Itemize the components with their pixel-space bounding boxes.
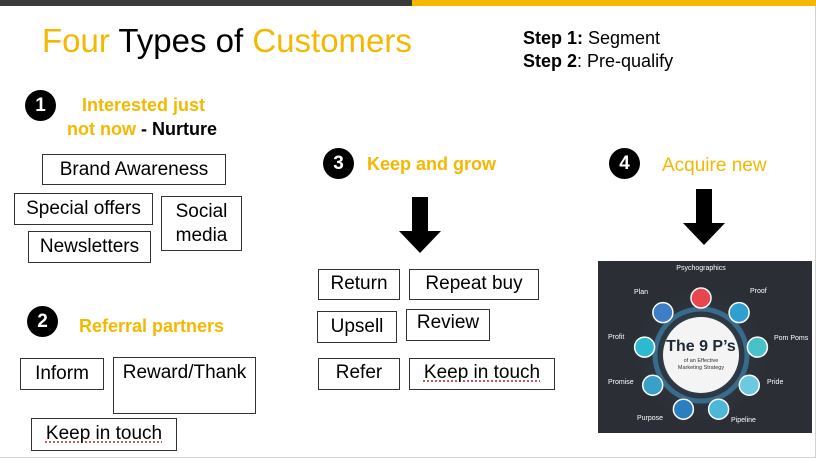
p-node-icon [633, 336, 656, 358]
number-badge-2: 2 [27, 306, 58, 337]
p-node-icon [672, 398, 695, 420]
box-newsletters: Newsletters [28, 231, 151, 263]
p-node-icon [738, 374, 761, 396]
p-node-icon [652, 301, 674, 324]
nine-ps-infographic: The 9 P’s of an Effective Marketing Stra… [598, 261, 812, 433]
box-keep-in-touch-grow: Keep in touch [409, 358, 555, 390]
p-node-icon [707, 398, 730, 420]
top-accent-bar-gold [412, 0, 816, 6]
section2-heading: Referral partners [79, 316, 225, 336]
p-label: Pipeline [731, 417, 756, 424]
p-label: Pride [767, 379, 783, 386]
box-refer: Refer [318, 358, 400, 390]
top-accent-bar-dark [0, 0, 412, 6]
nine-ps-diagram: The 9 P’s of an Effective Marketing Stra… [608, 265, 809, 427]
p-label: Purpose [637, 415, 663, 422]
box-social-media: Social media [161, 196, 242, 251]
box-brand-awareness: Brand Awareness [42, 154, 226, 185]
p-node-icon [690, 287, 712, 309]
section4-heading: Acquire new [662, 155, 767, 176]
section3-heading: Keep and grow [367, 154, 497, 174]
box-review: Review [406, 309, 490, 341]
box-special-offers: Special offers [14, 193, 153, 225]
center-subtitle-2: Marketing Strategy [678, 365, 724, 371]
p-node-icon [728, 301, 750, 324]
box-upsell: Upsell [317, 311, 397, 343]
steps-list: Step 1: Segment Step 2: Pre-qualify [523, 27, 673, 73]
step-2: Step 2: Pre-qualify [523, 51, 674, 71]
p-label: Pom Poms [774, 335, 809, 342]
step-1: Step 1: Segment [523, 28, 661, 48]
number-badge-1: 1 [25, 90, 56, 121]
center-circle [663, 317, 739, 393]
p-label: Psychographics [676, 265, 726, 272]
center-title: The 9 P’s [666, 338, 736, 355]
number-badge-4: 4 [609, 148, 640, 179]
slide-title: Four Types of Customers [42, 22, 412, 59]
box-reward-thank: Reward/Thank [113, 357, 256, 414]
box-keep-in-touch-referral: Keep in touch [31, 418, 177, 451]
arrow-down-icon [683, 189, 725, 245]
arrow-down-icon [399, 197, 441, 253]
box-return: Return [318, 269, 400, 300]
number-badge-3: 3 [323, 148, 354, 179]
p-node-icon [641, 374, 664, 396]
p-label: Promise [608, 379, 634, 386]
center-subtitle-1: of an Effective [684, 358, 719, 364]
p-label: Plan [634, 289, 648, 296]
p-label: Profit [608, 334, 624, 341]
box-repeat-buy: Repeat buy [409, 269, 539, 300]
p-label: Proof [750, 288, 767, 295]
p-node-icon [746, 336, 769, 358]
section1-heading-line1: Interested just [82, 95, 206, 115]
section1-heading-line2: not now - Nurture [67, 119, 217, 139]
box-inform: Inform [20, 358, 104, 390]
